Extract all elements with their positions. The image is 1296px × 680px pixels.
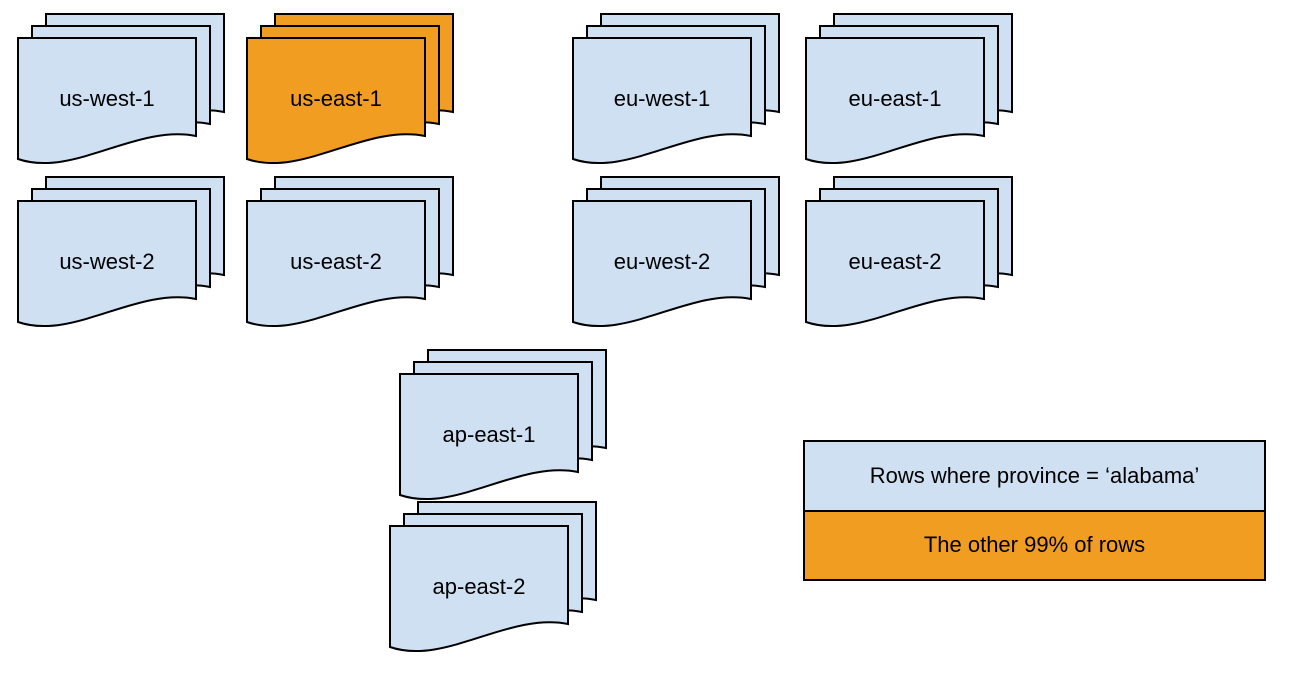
- legend-item-other-rows: The other 99% of rows: [805, 511, 1264, 579]
- document-stack-icon: [246, 13, 454, 165]
- region-stack-ap-east-1: ap-east-1: [399, 349, 608, 512]
- document-stack-icon: [389, 501, 597, 653]
- document-stack-icon: [17, 176, 225, 328]
- document-stack-icon: [805, 176, 1013, 328]
- region-stack-eu-west-1: eu-west-1: [572, 13, 781, 176]
- legend-item-alabama-rows: Rows where province = ‘alabama’: [805, 442, 1264, 512]
- document-stack-icon: [17, 13, 225, 165]
- legend-label: Rows where province = ‘alabama’: [869, 462, 1200, 488]
- legend: Rows where province = ‘alabama’ The othe…: [803, 440, 1266, 581]
- legend-label: The other 99% of rows: [923, 532, 1146, 558]
- region-stack-eu-east-1: eu-east-1: [805, 13, 1014, 176]
- document-stack-icon: [246, 176, 454, 328]
- region-stack-ap-east-2: ap-east-2: [389, 501, 598, 664]
- region-stack-us-west-1: us-west-1: [17, 13, 226, 176]
- document-stack-icon: [805, 13, 1013, 165]
- document-stack-icon: [399, 349, 607, 501]
- region-stack-eu-west-2: eu-west-2: [572, 176, 781, 339]
- region-stack-us-west-2: us-west-2: [17, 176, 226, 339]
- region-stack-eu-east-2: eu-east-2: [805, 176, 1014, 339]
- region-stack-us-east-2: us-east-2: [246, 176, 455, 339]
- document-stack-icon: [572, 176, 780, 328]
- document-stack-icon: [572, 13, 780, 165]
- region-stack-us-east-1: us-east-1: [246, 13, 455, 176]
